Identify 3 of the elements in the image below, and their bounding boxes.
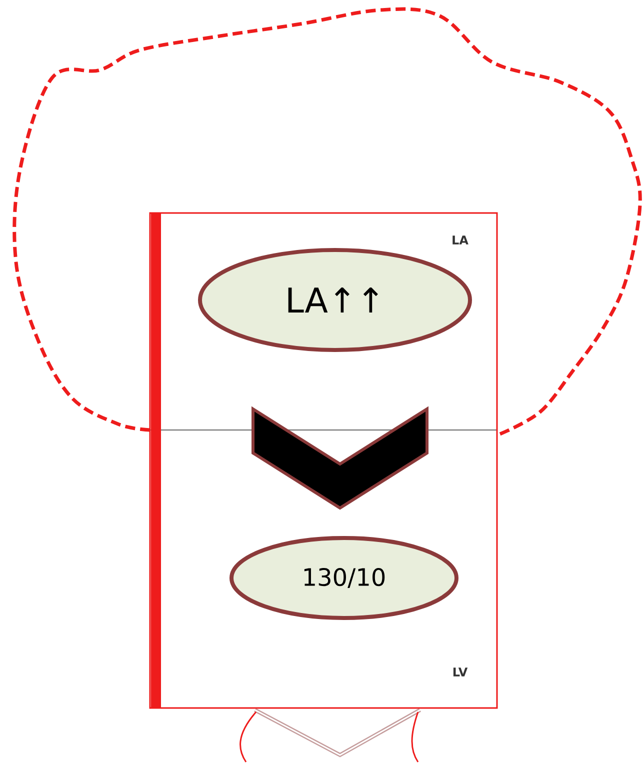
ellipse-label: LA↑↑ — [198, 248, 472, 352]
chevron-arrow — [252, 406, 428, 510]
ellipse-label: 130/10 — [230, 536, 458, 620]
